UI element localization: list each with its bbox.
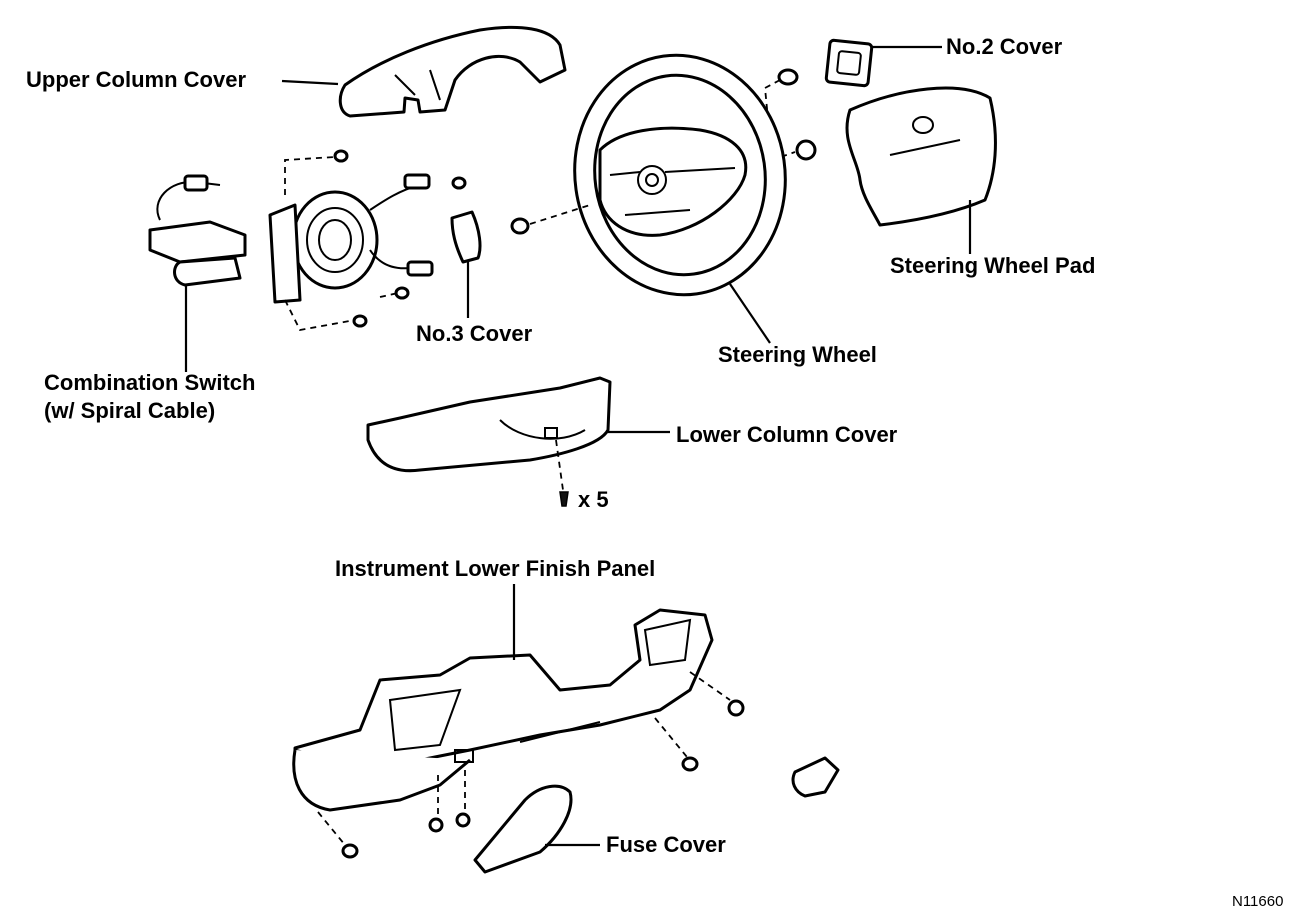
label-lower-column-cover: Lower Column Cover <box>676 422 898 447</box>
clip-part <box>791 756 840 798</box>
label-no3-cover: No.3 Cover <box>416 321 533 346</box>
label-steering-wheel-pad: Steering Wheel Pad <box>890 253 1096 278</box>
no3-cover-part <box>450 210 482 264</box>
steering-wheel-part <box>573 53 787 297</box>
no2-cover-part <box>824 38 874 88</box>
steering-wheel-nut <box>510 204 591 235</box>
label-instrument-lower-finish-panel: Instrument Lower Finish Panel <box>335 556 656 581</box>
panel-screws <box>317 671 745 859</box>
label-combination-switch: Combination Switch <box>44 370 256 395</box>
lower-column-cover-part <box>366 376 612 473</box>
label-steering-wheel: Steering Wheel <box>718 342 877 367</box>
fuse-cover-part <box>473 784 573 874</box>
leader-steering-wheel <box>729 283 771 344</box>
lower-cover-screw <box>555 439 569 507</box>
label-spiral-cable: (w/ Spiral Cable) <box>44 398 216 423</box>
upper-column-cover-part <box>338 25 567 118</box>
instrument-lower-finish-panel-part <box>292 608 714 812</box>
label-fuse-cover: Fuse Cover <box>606 832 726 857</box>
figure-code: N11660 <box>1232 893 1284 910</box>
combination-switch-part <box>148 149 467 332</box>
label-no2-cover: No.2 Cover <box>946 34 1063 59</box>
leader-upper-column-cover <box>281 79 339 86</box>
steering-wheel-pad-part <box>845 86 997 227</box>
label-upper-column-cover: Upper Column Cover <box>26 67 247 92</box>
label-screw-count: x 5 <box>578 487 609 512</box>
